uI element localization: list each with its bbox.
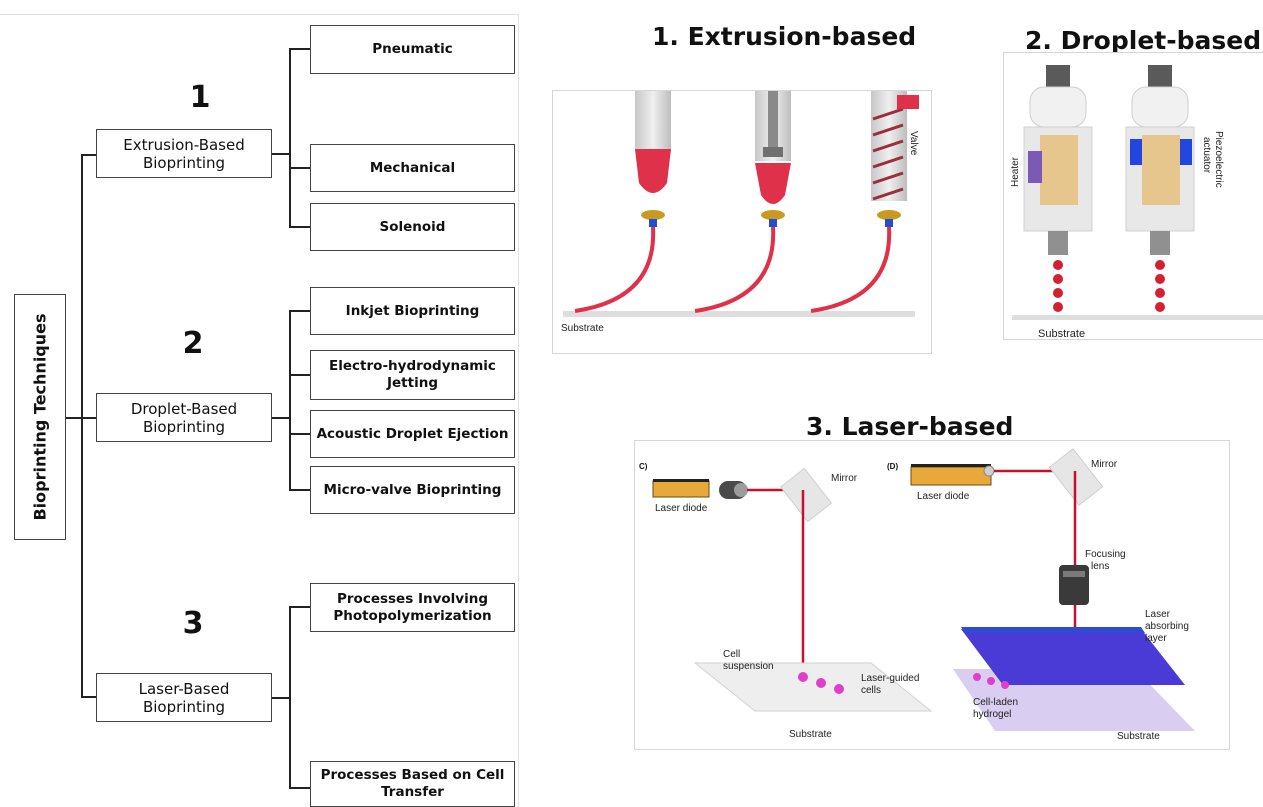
category-extrusion: Extrusion-Based Bioprinting [96, 129, 272, 178]
solenoid-syringe: Valve [810, 91, 919, 313]
absorbing-label-2: absorbing [1145, 621, 1189, 632]
valve-label: Valve [908, 131, 919, 156]
method-pneumatic: Pneumatic [310, 25, 515, 74]
extrusion-panel: Substrate [552, 90, 932, 354]
absorbing-label-1: Laser [1145, 609, 1171, 620]
panel-d-tag: (D) [887, 462, 898, 471]
guided-label-1: Laser-guided [861, 673, 919, 684]
piezo-inkjet-head: Piezoelectric actuator [1125, 65, 1224, 312]
connector [289, 48, 311, 50]
root-label: Bioprinting Techniques [30, 313, 50, 521]
diode-label-c: Laser diode [655, 503, 708, 514]
category-laser: Laser-Based Bioprinting [96, 673, 272, 722]
droplet-illustration: Substrate Heater Piezoelectric actuator [1010, 65, 1263, 340]
lens-label-2: lens [1091, 561, 1109, 572]
laser-illustration: C) Laser diode Mirror Cell suspension La… [639, 448, 1195, 742]
connector [289, 433, 311, 435]
laser-panel: C) Laser diode Mirror Cell suspension La… [634, 440, 1230, 750]
method-photopolymerization: Processes Involving Photopolymerization [310, 583, 515, 632]
droplet-title: 2. Droplet-based [1025, 26, 1262, 55]
substrate-c [693, 662, 933, 712]
connector [81, 696, 97, 698]
connector [81, 154, 97, 156]
method-micro-valve: Micro-valve Bioprinting [310, 466, 515, 514]
connector [289, 226, 311, 228]
tree-frame-right [518, 14, 519, 807]
connector [289, 167, 311, 169]
mirror-label-d: Mirror [1091, 459, 1118, 470]
connector [272, 697, 290, 699]
connector [81, 154, 83, 698]
connector [66, 417, 82, 419]
absorbing-layer [961, 629, 1185, 685]
connector [272, 153, 290, 155]
heater-label: Heater [1010, 156, 1021, 187]
piezo-label-line2: actuator [1201, 137, 1212, 174]
method-inkjet: Inkjet Bioprinting [310, 287, 515, 335]
cell-label-1: Cell [723, 649, 740, 660]
extrusion-illustration: Substrate [561, 91, 919, 334]
connector [289, 310, 291, 490]
connector [289, 374, 311, 376]
category-number: 3 [182, 606, 204, 641]
pneumatic-syringe [574, 91, 671, 313]
connector [81, 417, 97, 419]
connector [289, 489, 311, 491]
substrate-plate [563, 311, 915, 317]
tree-frame-top [0, 14, 518, 15]
method-acoustic-ejection: Acoustic Droplet Ejection [310, 410, 515, 458]
cell-label-2: suspension [723, 661, 774, 672]
guided-label-2: cells [861, 685, 881, 696]
substrate-label: Substrate [561, 323, 604, 334]
thermal-inkjet-head: Heater [1010, 65, 1093, 312]
connector [289, 606, 291, 788]
method-mechanical: Mechanical [310, 144, 515, 192]
method-ehd-jetting: Electro-hydrodynamic Jetting [310, 350, 515, 400]
connector [289, 606, 311, 608]
connector [289, 310, 311, 312]
method-solenoid: Solenoid [310, 203, 515, 251]
connector [272, 417, 290, 419]
root-node: Bioprinting Techniques [14, 294, 66, 540]
extrusion-title: 1. Extrusion-based [652, 22, 917, 51]
substrate-label-d: Substrate [1117, 731, 1160, 742]
method-cell-transfer: Processes Based on Cell Transfer [310, 761, 515, 807]
substrate-label-c: Substrate [789, 729, 832, 740]
laser-guided-direct-write: C) Laser diode Mirror Cell suspension La… [639, 462, 933, 740]
hydrogel-label-2: hydrogel [973, 709, 1011, 720]
connector [289, 48, 291, 228]
mirror-label-c: Mirror [831, 473, 858, 484]
droplet-substrate-label: Substrate [1038, 328, 1085, 339]
hydrogel-label-1: Cell-laden [973, 697, 1018, 708]
lens-label-1: Focusing [1085, 549, 1126, 560]
category-droplet: Droplet-Based Bioprinting [96, 393, 272, 442]
connector [289, 787, 311, 789]
panel-c-tag: C) [639, 462, 648, 471]
laser-induced-forward-transfer: (D) Laser diode Mirror Focusing lens Las… [887, 448, 1195, 742]
laser-title: 3. Laser-based [806, 412, 1014, 441]
absorbing-label-3: layer [1145, 633, 1167, 644]
droplet-panel: Substrate Heater Piezoelectric actuator [1003, 52, 1263, 340]
mechanical-syringe [694, 91, 791, 313]
diode-label-d: Laser diode [917, 491, 970, 502]
category-number: 2 [182, 326, 204, 361]
category-number: 1 [189, 80, 211, 115]
piezo-label-line1: Piezoelectric [1213, 131, 1224, 188]
